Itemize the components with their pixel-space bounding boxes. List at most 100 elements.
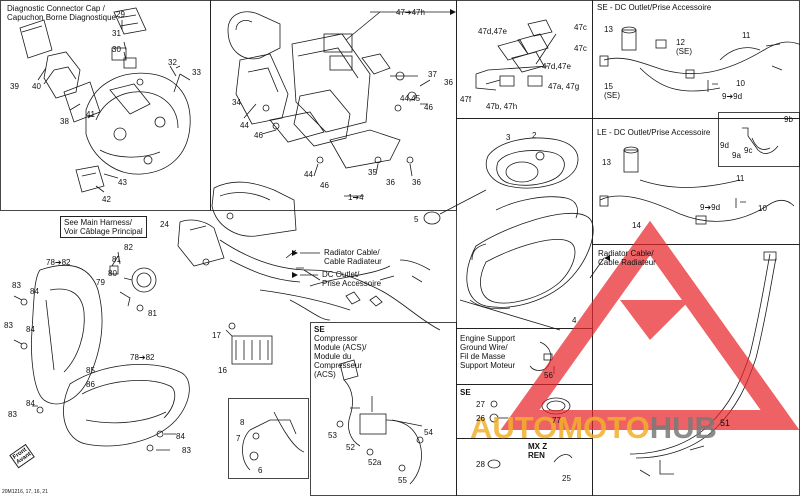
part-5: 5 [414,215,419,224]
callout-dc-outlet-mid: DC Outlet/ Prise Accessoire [322,270,382,288]
part-47b-47h: 47b, 47h [486,102,518,111]
part-9-to-9d-b: 9➔9d [700,203,721,212]
diagnostic-cap-line1: Diagnostic Connector Cap / [7,4,105,13]
part-3: 3 [506,133,511,142]
box-title-le-dc-outlet: LE - DC Outlet/Prise Accessoire [597,128,711,137]
part-47d-47e-a: 47d,47e [478,27,507,36]
part-84-b: 84 [26,325,35,334]
part-9-to-9d-a: 9➔9d [722,92,743,101]
part-84-c: 84 [26,399,35,408]
part-82: 82 [124,243,133,252]
box-title-se-dc-outlet: SE - DC Outlet/Prise Accessoire [597,3,712,12]
part-84-d: 84 [176,432,185,441]
part-11-a: 11 [742,31,751,40]
part-53: 53 [328,431,337,440]
part-52a: 52a [368,458,382,467]
part-7: 7 [236,434,241,443]
part-77: 77 [552,416,561,425]
part-36-b: 36 [386,178,395,187]
part-54: 54 [424,428,433,437]
diagnostic-cap-line2: Capuchon Borne Diagnostique [7,13,116,22]
part-30: 30 [112,45,121,54]
part-78-to-82-a: 78➔82 [46,258,71,267]
box-title-diagnostic-cap: Diagnostic Connector Cap / Capuchon Born… [7,4,116,22]
watermark-brand-auto: AUTOMOTO [470,410,650,445]
part-26: 26 [476,414,485,423]
see-main-harness-line1: See Main Harness/ [64,218,133,227]
part-44-b: 44 [304,170,313,179]
part-34: 34 [232,98,241,107]
footer-code: 20M1216, 17, 16, 21 [2,489,48,495]
part-42: 42 [102,195,111,204]
part-85: 85 [86,366,95,375]
part-4: 4 [572,316,577,325]
part-83-c: 83 [8,410,17,419]
part-79: 79 [96,278,105,287]
part-10-b: 10 [758,204,767,213]
part-28: 28 [476,460,485,469]
part-2: 2 [532,131,537,140]
part-78-to-82-b: 78➔82 [130,353,155,362]
callout-one-to-four: 1➔4 [348,193,364,202]
part-52: 52 [346,443,355,452]
part-46-a: 46 [254,131,263,140]
part-13-a: 13 [604,25,613,34]
part-12-se: 12 (SE) [676,38,692,56]
part-9a: 9a [732,151,741,160]
part-25: 25 [562,474,571,483]
part-47c-b: 47c [574,44,587,53]
part-36-c: 36 [412,178,421,187]
part-43: 43 [118,178,127,187]
part-47c-a: 47c [574,23,587,32]
part-6: 6 [258,466,263,475]
part-47f: 47f [460,95,472,104]
part-83-a: 83 [12,281,21,290]
part-16: 16 [218,366,227,375]
part-84-a: 84 [30,287,39,296]
part-81-b: 81 [148,309,157,318]
part-36-a: 36 [444,78,453,87]
part-27: 27 [476,400,485,409]
callout-47-to-47h: 47➔47h [396,8,425,17]
part-81-a: 81 [112,255,121,264]
part-11-b: 11 [736,174,745,183]
part-40: 40 [32,82,41,91]
part-15-se: 15 (SE) [604,82,620,100]
part-13-b: 13 [602,158,611,167]
box-title-se-small: SE [460,388,471,397]
part-24: 24 [160,220,169,229]
part-32: 32 [168,58,177,67]
part-86: 86 [86,380,95,389]
part-47a-47g: 47a, 47g [548,82,580,91]
part-55: 55 [398,476,407,485]
part-33: 33 [192,68,201,77]
callout-radiator-cable-mid: Radiator Cable/ Cable Radiateur [324,248,382,266]
part-9b: 9b [784,115,793,124]
watermark-brand-hub: HUB [649,410,717,445]
part-9c: 9c [744,146,753,155]
part-44-a: 44 [240,121,249,130]
part-41: 41 [86,110,95,119]
part-29: 29 [116,10,125,19]
part-9d: 9d [720,141,729,150]
part-44-45: 44,45 [400,94,421,103]
box-title-mx-z-ren: MX Z REN [528,442,548,460]
part-8: 8 [240,418,245,427]
part-56: 56 [544,371,553,380]
part-46-b: 46 [320,181,329,190]
part-46-c: 46 [424,103,433,112]
part-83-d: 83 [182,446,191,455]
part-17: 17 [212,331,221,340]
part-38: 38 [60,117,69,126]
part-80: 80 [108,269,117,278]
part-51: 51 [720,418,731,428]
part-35: 35 [368,168,377,177]
part-37: 37 [428,70,437,79]
watermark-brand: AUTOMOTOHUB [470,412,717,444]
part-39: 39 [10,82,19,91]
part-83-b: 83 [4,321,13,330]
part-31: 31 [112,29,121,38]
box-title-engine-support: Engine Support Ground Wire/ Fil de Masse… [460,334,516,370]
